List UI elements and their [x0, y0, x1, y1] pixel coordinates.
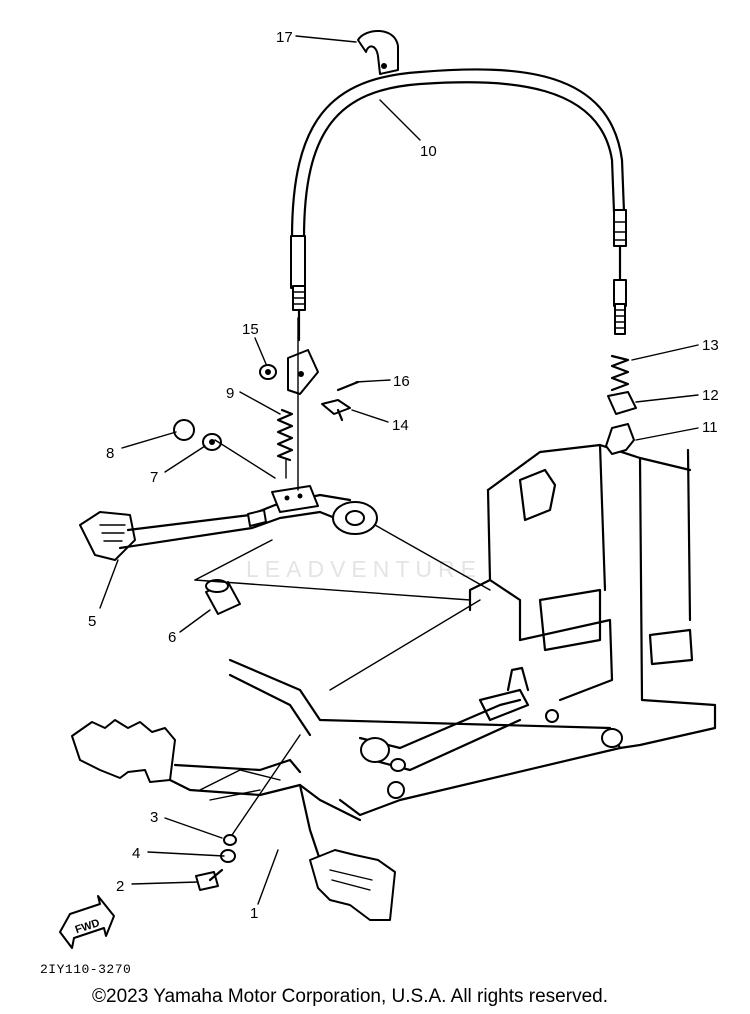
assembly-lines — [194, 317, 491, 836]
callout-1: 1 — [250, 905, 258, 922]
footrest-bar — [71, 719, 396, 921]
leader-lines — [99, 35, 699, 905]
bolt-washers — [195, 834, 237, 891]
return-spring — [276, 408, 294, 479]
copyright-notice: ©2023 Yamaha Motor Corporation, U.S.A. A… — [92, 986, 608, 1007]
callout-14: 14 — [392, 417, 409, 434]
callout-7: 7 — [150, 469, 158, 486]
pin-parts — [259, 364, 360, 422]
callout-15: 15 — [242, 321, 259, 338]
callout-2: 2 — [116, 878, 124, 895]
nut-washer — [173, 419, 222, 451]
cable-spring — [605, 354, 637, 455]
callout-5: 5 — [88, 613, 96, 630]
diagram-code: 2IY110-3270 — [40, 962, 132, 977]
cable-clevis — [287, 308, 319, 395]
brake-pedal — [79, 485, 378, 561]
callout-11: 11 — [702, 419, 718, 436]
pivot-collar — [205, 579, 241, 615]
callout-9: 9 — [226, 385, 234, 402]
cable-clamp — [357, 29, 399, 75]
fwd-arrow: FWD — [59, 895, 115, 949]
frame-outline — [228, 443, 717, 817]
callout-4: 4 — [132, 845, 140, 862]
callout-8: 8 — [106, 445, 114, 462]
brake-cable — [290, 68, 627, 335]
callout-3: 3 — [150, 809, 158, 826]
callout-10: 10 — [420, 143, 437, 160]
callout-16: 16 — [393, 373, 410, 390]
callout-13: 13 — [702, 337, 719, 354]
callout-12: 12 — [702, 387, 719, 404]
callout-6: 6 — [168, 629, 176, 646]
callout-17: 17 — [276, 29, 293, 46]
callouts: 17 10 15 13 16 9 12 14 11 8 7 5 6 3 4 2 … — [88, 29, 719, 922]
